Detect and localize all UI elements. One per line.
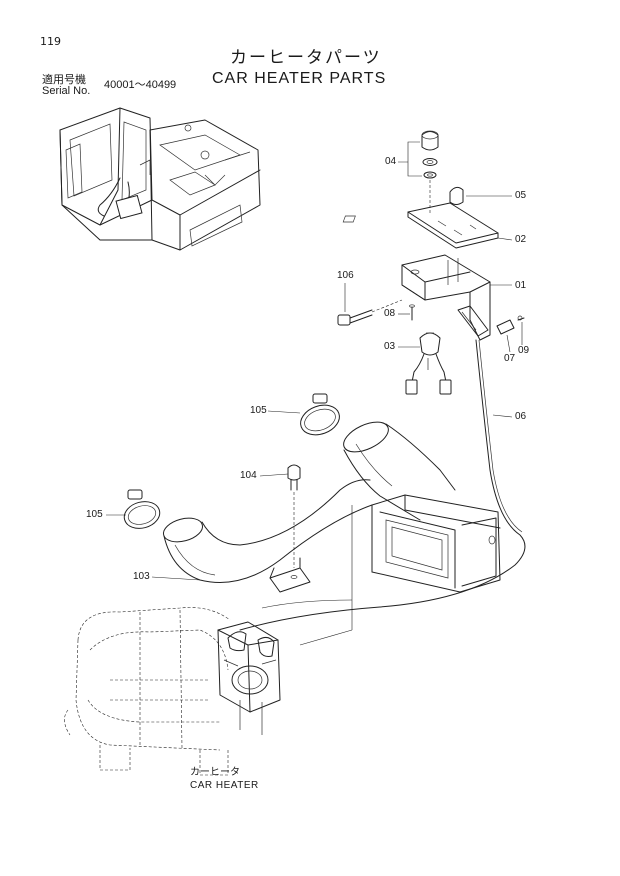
page-number: 119: [40, 35, 61, 48]
callout-09: 09: [518, 345, 530, 356]
serial-range: 40001～40499: [104, 79, 177, 91]
part-06-control-cable: [239, 339, 526, 631]
title-japanese: カーヒータパーツ: [230, 48, 382, 68]
part-106-bolt: [337, 299, 403, 326]
serial-label-english: Serial No.: [42, 85, 91, 97]
callout-106: 106: [337, 270, 354, 281]
part-105-lower-clamp: [123, 489, 161, 529]
callout-07: 07: [504, 353, 516, 364]
callout-leaders: [106, 141, 523, 581]
callout-105-upper: 105: [250, 405, 267, 416]
callout-08: 08: [384, 308, 396, 319]
upper-duct: [343, 421, 456, 521]
callout-105-lower: 105: [86, 509, 103, 520]
serial-label-japanese: 適用号機: [42, 73, 86, 86]
part-103-lower-duct: [162, 479, 373, 593]
part-04-fasteners: [421, 130, 439, 214]
callout-01: 01: [515, 280, 527, 291]
excavator-upper-structure: [59, 107, 261, 251]
part-02-plate: [342, 202, 499, 249]
part-05-cap: [449, 186, 464, 205]
callout-06: 06: [515, 411, 527, 422]
engine-car-heater-assembly: [64, 607, 281, 776]
assembly-leader-lines: [261, 505, 353, 646]
heater-outlet-box: [371, 494, 501, 593]
part-104-bolt: [287, 464, 301, 568]
part-105-upper-clamp: [300, 393, 340, 436]
callout-03: 03: [384, 341, 396, 352]
caption-english: CAR HEATER: [190, 780, 259, 791]
callout-104: 104: [240, 470, 257, 481]
callout-04: 04: [385, 156, 397, 167]
part-03-switch: [405, 332, 452, 395]
callout-02: 02: [515, 234, 527, 245]
part-07-09-clip: [496, 315, 525, 335]
part-01-bracket: [401, 254, 491, 341]
callout-05: 05: [515, 190, 527, 201]
caption-japanese: カーヒータ: [190, 767, 240, 778]
part-08-screw: [409, 304, 415, 321]
title-english: CAR HEATER PARTS: [212, 70, 387, 87]
callout-103: 103: [133, 571, 150, 582]
